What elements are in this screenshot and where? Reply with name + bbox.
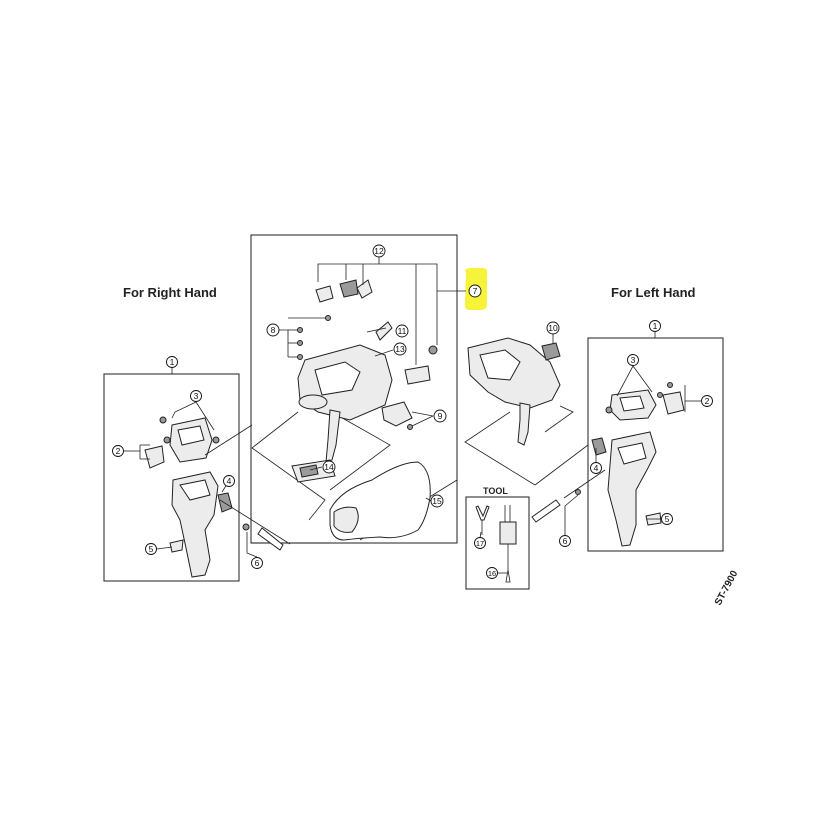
- svg-text:15: 15: [432, 496, 442, 506]
- svg-text:4: 4: [594, 463, 599, 473]
- center-assembly-box: [250, 234, 458, 544]
- callout-4-left: 4: [590, 462, 602, 474]
- callout-17: 17: [474, 537, 486, 549]
- callout-14: 14: [322, 460, 336, 474]
- leader-lines: [124, 257, 701, 574]
- callout-13: 13: [393, 342, 407, 356]
- pin-left-side: [531, 499, 561, 523]
- left-hand-box: [587, 337, 724, 552]
- model-code: ST-7900: [713, 568, 741, 607]
- center-bracket-assembly: [291, 279, 438, 483]
- pin-clip-left-side: [575, 489, 581, 495]
- heading-for-right-hand: For Right Hand: [123, 285, 217, 300]
- svg-text:6: 6: [563, 536, 568, 546]
- right-projection-line-b: [219, 499, 291, 545]
- svg-text:10: 10: [548, 323, 558, 333]
- heading-for-left-hand: For Left Hand: [611, 285, 696, 300]
- callout-10: 10: [546, 321, 560, 335]
- callout-8: 8: [266, 323, 280, 337]
- svg-text:13: 13: [395, 344, 405, 354]
- center-right-projection: [464, 411, 536, 486]
- center-right-line-to-left: [534, 444, 589, 486]
- tool-box: [465, 496, 530, 590]
- svg-text:3: 3: [631, 355, 636, 365]
- svg-text:11: 11: [398, 326, 407, 336]
- center-right-bracket: [467, 337, 561, 446]
- callout-11: 11: [395, 324, 409, 338]
- svg-text:17: 17: [476, 539, 484, 548]
- callout-3-left: 3: [627, 354, 639, 366]
- right-projection-line: [204, 424, 253, 456]
- svg-text:2: 2: [705, 396, 710, 406]
- callout-6-left: 6: [559, 535, 571, 547]
- svg-text:1: 1: [170, 357, 175, 367]
- center-box-projection-left: [251, 411, 326, 521]
- svg-text:12: 12: [374, 246, 384, 256]
- callout-5-right: 5: [145, 543, 157, 555]
- svg-text:1: 1: [653, 321, 658, 331]
- right-hand-box: [103, 373, 240, 582]
- svg-text:8: 8: [271, 325, 276, 335]
- center-box-projection-right: [329, 414, 391, 491]
- left-projection-line: [563, 469, 606, 499]
- heading-tool: TOOL: [483, 486, 508, 496]
- svg-text:5: 5: [665, 514, 670, 524]
- callout-1-right: 1: [166, 356, 178, 368]
- callout-16: 16: [486, 567, 498, 579]
- callout-1-left: 1: [649, 320, 661, 332]
- tool-items: [475, 505, 517, 583]
- callout-2-right: 2: [112, 445, 124, 457]
- svg-text:6: 6: [255, 558, 260, 568]
- svg-text:2: 2: [116, 446, 121, 456]
- callout-3-right: 3: [190, 390, 202, 402]
- svg-text:14: 14: [324, 462, 334, 472]
- callout-4-right: 4: [223, 475, 235, 487]
- svg-text:4: 4: [227, 476, 232, 486]
- center-right-projection-b: [544, 405, 574, 433]
- callout-9: 9: [433, 409, 447, 423]
- hood-cover-inner: [333, 506, 359, 533]
- right-hand-lever: [144, 416, 284, 578]
- left-hand-lever: [591, 382, 685, 547]
- callout-7: 7: [468, 284, 482, 298]
- callout-6-right: 6: [251, 557, 263, 569]
- svg-text:7: 7: [473, 286, 478, 296]
- callout-15: 15: [430, 494, 444, 508]
- svg-text:16: 16: [488, 569, 496, 578]
- svg-text:9: 9: [438, 411, 443, 421]
- callout-5-left: 5: [661, 513, 673, 525]
- svg-text:3: 3: [194, 391, 199, 401]
- callout-2-left: 2: [701, 395, 713, 407]
- svg-text:5: 5: [149, 544, 154, 554]
- callout-12: 12: [372, 244, 386, 258]
